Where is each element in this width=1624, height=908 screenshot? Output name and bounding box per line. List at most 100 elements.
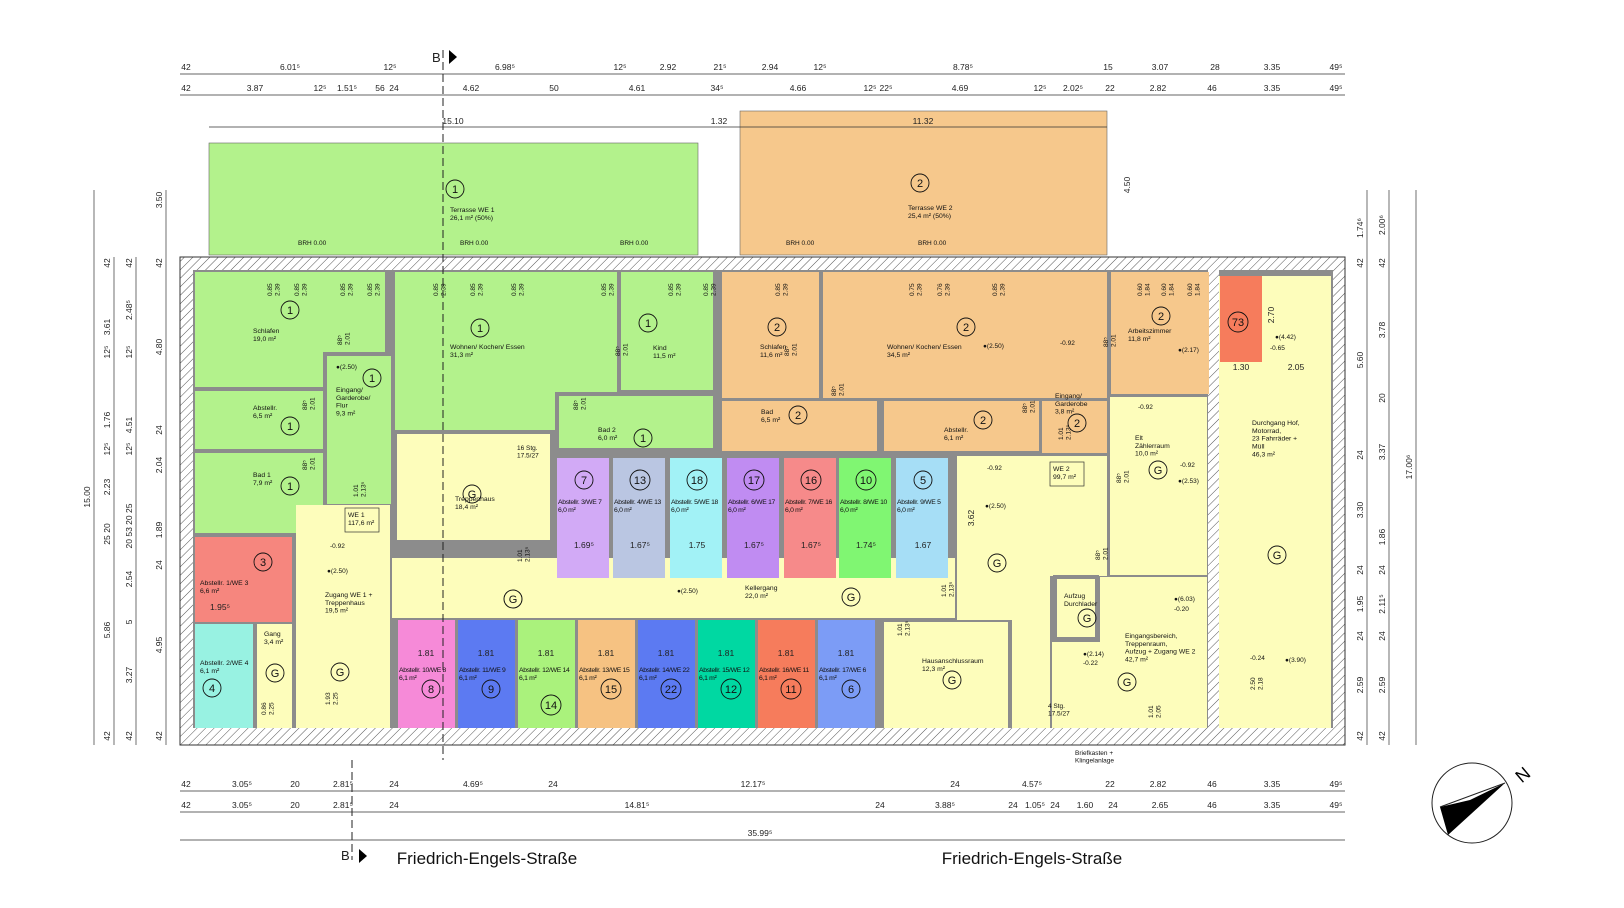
dimension-label: 46 xyxy=(1207,83,1217,93)
dimension-label: 2.11⁵ xyxy=(1377,594,1387,613)
room-width: 1.81 xyxy=(718,648,735,658)
annotation: 1.932.25 xyxy=(325,692,339,705)
text-line: 42,7 m² xyxy=(1125,656,1149,663)
dimension-label: 4.51 xyxy=(124,416,134,433)
text-line: 6,0 m² xyxy=(558,507,576,514)
text-line: 6,1 m² xyxy=(639,675,657,682)
room-area xyxy=(784,458,836,578)
dimension-label: 15.10 xyxy=(442,116,464,126)
annotation: 1.012.13⁵ xyxy=(517,546,531,562)
dimension-label: 2.00⁶ xyxy=(1377,215,1387,235)
text-line: 88⁵ xyxy=(1095,550,1102,560)
street-label: Friedrich-Engels-Straße xyxy=(942,849,1122,868)
unit-circle-icon xyxy=(956,317,976,337)
dimension-label: 49⁵ xyxy=(1330,83,1343,93)
dimension-label: 49⁵ xyxy=(1330,779,1343,789)
dimension-label: 1.74⁶ xyxy=(1355,218,1365,238)
text-line: ●(2.50) xyxy=(336,364,357,371)
dimension-label: 24 xyxy=(1355,565,1365,575)
unit-number: 2 xyxy=(795,410,801,422)
dimension-label: 42 xyxy=(124,258,134,268)
text-line: 6,1 m² xyxy=(459,675,477,682)
annotation: 88⁵2.01 xyxy=(1022,400,1036,413)
unit-number: 2 xyxy=(963,322,969,334)
dimension-label: 1.86 xyxy=(1377,528,1387,545)
text-line: 6,1 m² xyxy=(699,675,717,682)
room-area xyxy=(296,505,390,728)
text-line: 11,8 m² xyxy=(1128,336,1151,343)
dimension-label: 42 xyxy=(181,83,191,93)
unit-circle-icon xyxy=(362,368,382,388)
text-line: Abstellr. xyxy=(944,427,968,434)
text-line: 4 Stg. xyxy=(1048,703,1065,710)
text-line: 2.13⁵ xyxy=(904,620,911,636)
text-line: 17.5/27 xyxy=(1048,710,1070,717)
dimension-label: 1.76 xyxy=(102,411,112,428)
text-line: 2.01 xyxy=(580,397,587,410)
text-line: Abstellr. 8/WE 10 xyxy=(840,499,888,506)
text-line: Elt xyxy=(1135,435,1143,442)
text-line: ●(2.14) xyxy=(1083,651,1104,658)
room-area xyxy=(839,458,891,578)
room-area xyxy=(1012,456,1050,728)
room: Abstellr.6,1 m²2 xyxy=(884,401,1039,451)
text-line: 2.39 xyxy=(675,283,682,296)
dimension-label: 2.65 xyxy=(1152,800,1169,810)
annotation: 0.852.39 xyxy=(367,283,381,296)
annotation: ●(3.90) xyxy=(1285,657,1306,664)
unit-circle-icon xyxy=(265,663,285,683)
room-area xyxy=(195,391,323,449)
dimension-label: 24 xyxy=(1377,565,1387,575)
annotation: 0.852.39 xyxy=(294,283,308,296)
room-width: 1.81 xyxy=(778,648,795,658)
dimension-label: 12⁵ xyxy=(314,83,327,93)
annotation: BRH 0.00 xyxy=(918,240,947,247)
text-line: 99,7 m² xyxy=(1053,474,1077,481)
dimension-label: 24 xyxy=(389,800,399,810)
text-line: 2.50 xyxy=(1250,677,1257,690)
room-area xyxy=(195,624,253,728)
text-line: 19,5 m² xyxy=(325,608,349,615)
room-label: Abstellr.6,5 m² xyxy=(253,405,277,420)
text-line: Abstellr. 9/WE 5 xyxy=(897,499,941,506)
text-line: Müll xyxy=(1252,443,1265,450)
annotation: 0.601.84 xyxy=(1161,283,1175,296)
dimension-label: 21⁵ xyxy=(714,62,727,72)
unit-circle-icon xyxy=(280,300,300,320)
dimension-label: 4.61 xyxy=(629,83,646,93)
unit-number: 10 xyxy=(860,475,872,487)
text-line: 1.01 xyxy=(517,549,524,562)
unit-number: 13 xyxy=(634,475,646,487)
dimension-label: 42 xyxy=(1355,258,1365,268)
dimension-label: 2.23 xyxy=(102,478,112,495)
text-line: 11,5 m² xyxy=(653,353,676,360)
text-line: 6,5 m² xyxy=(761,417,781,424)
text-line: 1.84 xyxy=(1168,283,1175,296)
text-line: Aufzug + Zugang WE 2 xyxy=(1125,649,1196,656)
unit-circle-icon xyxy=(686,469,708,491)
unit-circle-icon xyxy=(421,679,441,699)
text-line: 2.39 xyxy=(440,283,447,296)
unit-circle-icon xyxy=(1077,608,1097,628)
text-line: Abstellr. 7/WE 16 xyxy=(785,499,833,506)
unit-circle-icon xyxy=(1151,306,1171,326)
annotation: 1.012.13⁵ xyxy=(941,581,955,597)
text-line: Flur xyxy=(336,403,348,410)
text-line: Terrasse WE 2 xyxy=(908,205,953,212)
text-line: Eingang/ xyxy=(1055,393,1082,400)
text-line: ●(2.17) xyxy=(1178,347,1199,354)
text-line: 2.18 xyxy=(1257,677,1264,690)
